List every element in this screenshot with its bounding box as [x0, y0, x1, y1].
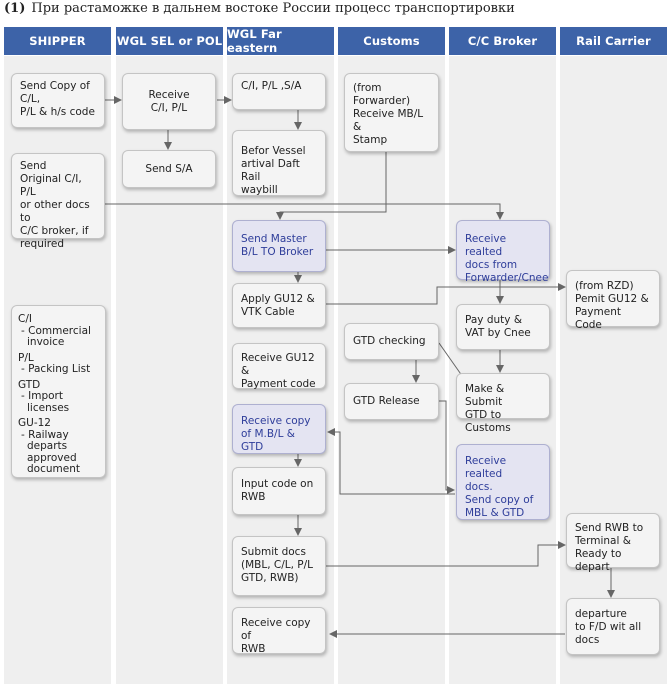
- page-title: (1) При растаможке в дальнем востоке Росс…: [4, 1, 515, 16]
- legend-item-gtd: - Import licenses: [21, 390, 70, 414]
- legend-box: C/I - Commercial invoice P/L - Packing L…: [11, 305, 106, 478]
- box-make-submit: Make & Submit GTD to Customs: [456, 373, 550, 434]
- box-send-master: Send Master B/L TO Broker: [232, 220, 326, 272]
- arrow-submit-to-rwb: [326, 541, 566, 567]
- header-customs: Customs: [338, 27, 445, 55]
- box-receive-copy-mbl: Receive copy of M.B/L & GTD: [232, 404, 326, 454]
- header-wgl-sel: WGL SEL or POL: [116, 27, 223, 55]
- legend-head-gu12: GU-12: [18, 417, 51, 429]
- box-receive-copy-rwb: Receive copy of RWB: [232, 607, 326, 655]
- box-pay-duty: Pay duty & VAT by Cnee: [456, 304, 550, 350]
- box-gtd-checking: GTD checking: [344, 323, 439, 360]
- box-apply-gu12: Apply GU12 & VTK Cable: [232, 283, 326, 328]
- box-receive-ci-pl: Receive C/I, P/L: [122, 73, 216, 130]
- arrow-original-to-broker: [105, 203, 504, 220]
- box-send-copy: Send Copy of C/L, P/L & h/s code: [11, 73, 105, 128]
- box-send-rwb: Send RWB to Terminal & Ready to depart: [566, 513, 660, 573]
- header-shipper: SHIPPER: [4, 27, 111, 55]
- box-send-original: Send Original C/I, P/L or other docs to …: [11, 153, 105, 250]
- box-from-forwarder: (from Forwarder) Receive MB/L & Stamp: [344, 73, 439, 152]
- arrow-release-to-broker: [438, 400, 455, 494]
- title-number: (1): [4, 1, 26, 16]
- box-input-code: Input code on RWB: [232, 467, 326, 515]
- legend-head-ci: C/I: [18, 313, 32, 325]
- legend-head-pl: P/L: [18, 351, 34, 364]
- box-befor-vessel: Befor Vessel artival Daft Rail waybill: [232, 130, 326, 196]
- header-rail-carrier: Rail Carrier: [560, 27, 667, 55]
- lane-rail-carrier: [560, 56, 667, 684]
- header-wgl-far-eastern: WGL Far eastern: [227, 27, 334, 55]
- header-cc-broker: C/C Broker: [449, 27, 556, 55]
- box-receive-realted-1: Receive realted docs from Forwarder/Cnee: [456, 220, 550, 284]
- arrow-forwarder-to-master: [276, 152, 387, 220]
- box-receive-realted-2: Receive realted docs. Send copy of MBL &…: [456, 444, 550, 520]
- lane-customs: [338, 56, 445, 684]
- box-send-sa: Send S/A: [122, 150, 216, 188]
- box-from-rzd: (from RZD) Pemit GU12 & Payment Code: [566, 270, 660, 331]
- legend-item-gu12: - Railway departs approved document: [21, 428, 80, 475]
- box-submit-docs: Submit docs (MBL, C/L, P/L GTD, RWB): [232, 536, 326, 596]
- title-text: При растаможке в дальнем востоке России …: [31, 1, 515, 16]
- box-gtd-release: GTD Release: [344, 383, 439, 420]
- legend-head-gtd: GTD: [18, 378, 41, 391]
- arrow-apply-to-rzd: [326, 283, 566, 305]
- legend-item-ci: - Commercial invoice: [21, 324, 91, 348]
- box-receive-gu12: Receive GU12 & Payment code: [232, 343, 326, 390]
- box-departure: departure to F/D wit all docs: [566, 598, 660, 655]
- box-ci-pl-sa: C/I, P/L ,S/A: [232, 73, 326, 110]
- arrow-broker-to-mbl: [327, 428, 455, 495]
- legend-item-pl: - Packing List: [21, 363, 91, 375]
